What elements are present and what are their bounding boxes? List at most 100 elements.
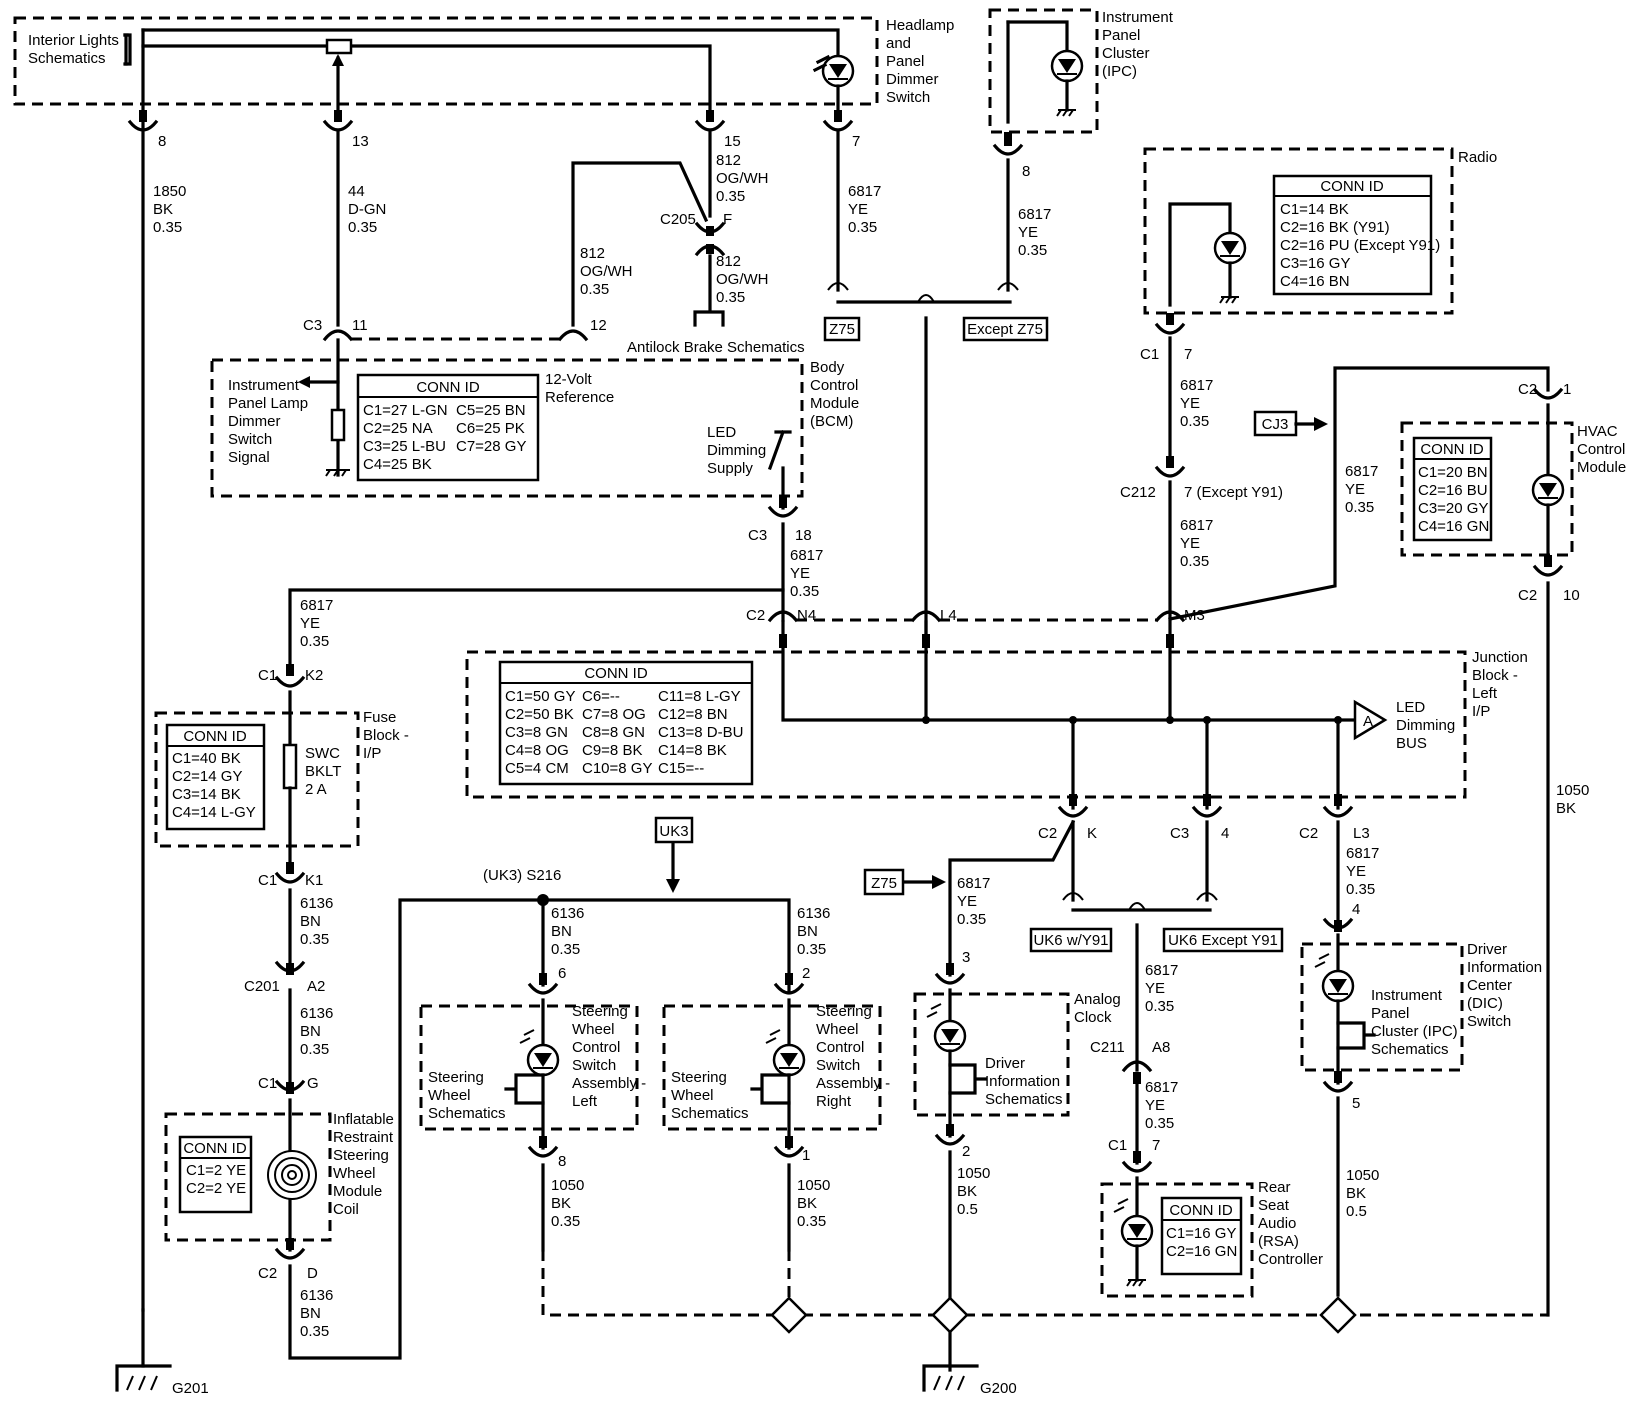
pin-label: G bbox=[307, 1075, 319, 1092]
ipc-schem-label: Cluster (IPC) bbox=[1371, 1023, 1458, 1040]
radio-conn-row: C3=16 GY bbox=[1280, 255, 1350, 272]
pin-label: C2 bbox=[1299, 825, 1318, 842]
swc-right-label: Right bbox=[816, 1093, 852, 1110]
junction-conn-row: C3=8 GN bbox=[505, 724, 568, 741]
fuse-block-label: Fuse bbox=[363, 709, 396, 726]
junction-conn-row: C11=8 L-GY bbox=[658, 688, 741, 705]
pin-label: C205 bbox=[660, 211, 696, 228]
hvac-conn-title: CONN ID bbox=[1420, 441, 1484, 458]
wire-label: 0.35 bbox=[1018, 242, 1047, 259]
hvac-conn-row: C3=20 GY bbox=[1418, 500, 1488, 517]
bcm-conn-row: C6=25 PK bbox=[456, 420, 525, 437]
wire-label: BK bbox=[153, 201, 173, 218]
pin-label: C3 bbox=[303, 317, 322, 334]
pin-label: M3 bbox=[1184, 607, 1205, 624]
dimmer-signal-label: Dimmer bbox=[228, 413, 281, 430]
wire-label: BK bbox=[1346, 1185, 1366, 1202]
wire-label: 6817 bbox=[1145, 1079, 1178, 1096]
wire-label: 0.35 bbox=[1345, 499, 1374, 516]
wire-label: 812 bbox=[716, 253, 741, 270]
wire-label: 0.35 bbox=[790, 583, 819, 600]
wire-label: YE bbox=[848, 201, 868, 218]
inflatable-label: Wheel bbox=[333, 1165, 376, 1182]
led-supply-label: Supply bbox=[707, 460, 753, 477]
inflatable-conn-row: C2=2 YE bbox=[186, 1180, 246, 1197]
ipc-outline bbox=[988, 8, 1099, 134]
interior-lights-label: Interior Lights bbox=[28, 32, 119, 49]
headlamp-switch-outline bbox=[13, 16, 879, 106]
wire-label: YE bbox=[957, 893, 977, 910]
pin-label: N4 bbox=[797, 607, 816, 624]
wire-label: 0.35 bbox=[1180, 413, 1209, 430]
swc-right-label: Steering bbox=[816, 1003, 872, 1020]
led-bus-label: Dimming bbox=[1396, 717, 1455, 734]
pin-label: C1 bbox=[258, 1075, 277, 1092]
pin-label: 10 bbox=[1563, 587, 1580, 604]
analog-clock-outline bbox=[913, 992, 1070, 1117]
led-bus-label: LED bbox=[1396, 699, 1425, 716]
ipc-label: Panel bbox=[1102, 27, 1140, 44]
sw-schem-right-label: Schematics bbox=[671, 1105, 749, 1122]
analog-clock-label: Clock bbox=[1074, 1009, 1112, 1026]
pin-label: L4 bbox=[940, 607, 957, 624]
pin-label: C201 bbox=[244, 978, 280, 995]
wire-label: 0.5 bbox=[1346, 1203, 1367, 1220]
wire-label: 0.35 bbox=[153, 219, 182, 236]
pin-label: 1 bbox=[802, 1147, 810, 1164]
sw-schem-left-label: Schematics bbox=[428, 1105, 506, 1122]
wire-label: 0.35 bbox=[1145, 1115, 1174, 1132]
wire-label: 6817 bbox=[1345, 463, 1378, 480]
dimmer-signal-label: Instrument bbox=[228, 377, 300, 394]
pin-label: C2 bbox=[1518, 587, 1537, 604]
swc-left-outline bbox=[419, 1004, 639, 1131]
fuse-label: 2 A bbox=[305, 781, 327, 798]
wire-label: YE bbox=[300, 615, 320, 632]
wire-label: 0.35 bbox=[551, 1213, 580, 1230]
dic-schem-label: Driver bbox=[985, 1055, 1025, 1072]
wire-label: D-GN bbox=[348, 201, 386, 218]
rsa-label: Rear bbox=[1258, 1179, 1291, 1196]
interior-lights-label: Schematics bbox=[28, 50, 106, 67]
pin-label: 11 bbox=[352, 317, 368, 334]
ipc-schem-label: Panel bbox=[1371, 1005, 1409, 1022]
inflatable-conn-title: CONN ID bbox=[183, 1140, 247, 1157]
pin-label: 5 bbox=[1352, 1095, 1360, 1112]
pin-label: C2 bbox=[1518, 381, 1537, 398]
wire-label: YE bbox=[1018, 224, 1038, 241]
swc-left-label: Steering bbox=[572, 1003, 628, 1020]
pin-label: K1 bbox=[305, 872, 323, 889]
junction-conn-row: C8=8 GN bbox=[582, 724, 645, 741]
pin-label: 2 bbox=[962, 1143, 970, 1160]
wire-label: 6136 bbox=[300, 1287, 333, 1304]
bcm-label: (BCM) bbox=[810, 413, 853, 430]
bcm-reference-label: 12-Volt bbox=[545, 371, 593, 388]
wire-label: 1850 bbox=[153, 183, 186, 200]
wire-label: BK bbox=[1556, 800, 1576, 817]
wire-label: 1050 bbox=[1346, 1167, 1379, 1184]
junction-conn-row: C13=8 D-BU bbox=[658, 724, 743, 741]
option-uk6-y91: UK6 w/Y91 bbox=[1033, 932, 1108, 949]
pin-label: 8 bbox=[1022, 163, 1030, 180]
pin-label: 8 bbox=[158, 133, 166, 150]
pin-label: C1 bbox=[258, 667, 277, 684]
junction-block-label: Block - bbox=[1472, 667, 1518, 684]
pin-label: C2 bbox=[258, 1265, 277, 1282]
hvac-label: Module bbox=[1577, 459, 1626, 476]
wire-label: OG/WH bbox=[716, 170, 769, 187]
pin-label: A8 bbox=[1152, 1039, 1170, 1056]
wire-label: 6817 bbox=[1145, 962, 1178, 979]
dic-switch-label: Center bbox=[1467, 977, 1512, 994]
fuse-conn-row: C2=14 GY bbox=[172, 768, 242, 785]
fuse-block-outline bbox=[154, 711, 360, 848]
wire-label: 6817 bbox=[1018, 206, 1051, 223]
fuse-label: SWC bbox=[305, 745, 340, 762]
pin-label: L3 bbox=[1353, 825, 1370, 842]
rsa-conn-table bbox=[1160, 1196, 1243, 1276]
splice-label: (UK3) S216 bbox=[483, 867, 561, 884]
inflatable-label: Steering bbox=[333, 1147, 389, 1164]
pin-label: 7 bbox=[1184, 346, 1192, 363]
wire-label: BN bbox=[300, 1023, 321, 1040]
fuse-conn-table bbox=[165, 723, 266, 831]
dic-schem-label: Information bbox=[985, 1073, 1060, 1090]
pin-label: C212 bbox=[1120, 484, 1156, 501]
